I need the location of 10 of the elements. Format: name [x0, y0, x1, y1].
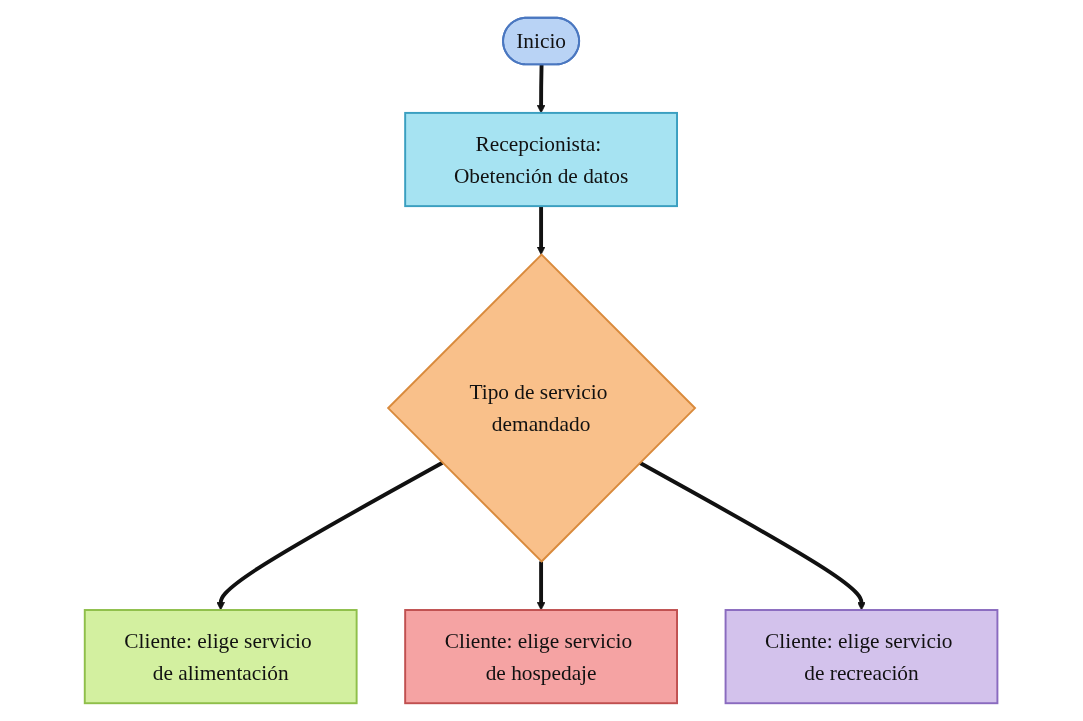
node-box: Cliente: elige servicio de hospedaje — [404, 609, 679, 705]
node-diamond: Tipo de servicio demandado — [387, 253, 697, 563]
arrow — [216, 461, 444, 611]
arrow — [537, 64, 546, 114]
arrow — [537, 561, 546, 611]
node-box: Cliente: elige servicio de alimentación — [84, 609, 358, 705]
arrow — [639, 461, 867, 611]
node-box: Recepcionista: Obetención de datos — [404, 111, 679, 208]
node-box: Cliente: elige servicio de recreación — [725, 609, 999, 705]
arrow — [537, 206, 546, 256]
